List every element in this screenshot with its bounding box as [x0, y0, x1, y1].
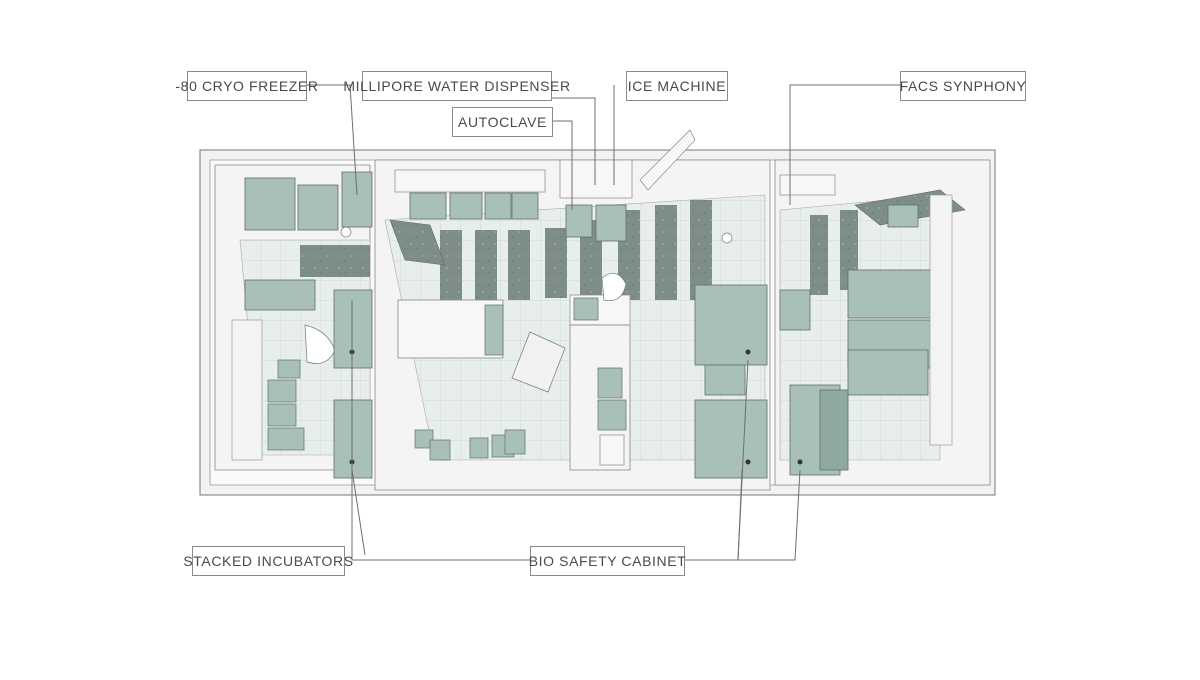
label-millipore-water-dispenser: MILLIPORE WATER DISPENSER: [343, 71, 570, 101]
cryo-freezer-units: [244, 171, 373, 238]
label-autoclave: AUTOCLAVE: [452, 107, 553, 137]
facs-synphony-unit: [847, 194, 953, 446]
label-stacked-incubators: STACKED INCUBATORS: [183, 546, 353, 576]
label-ice-machine: ICE MACHINE: [626, 71, 728, 101]
door-swing: [639, 129, 696, 191]
ice-machine-unit: [595, 204, 627, 242]
label-facs-synphony: FACS SYNPHONY: [900, 71, 1026, 101]
biosafety-cabinets-room-1: [333, 289, 373, 479]
bench-top-equipment: [394, 169, 546, 220]
label-cryo-freezer: -80 CRYO FREEZER: [175, 71, 318, 101]
stacked-incubators-left: [231, 279, 336, 461]
biosafety-cabinets-room-2: [694, 232, 768, 479]
small-equipment-cluster: [414, 429, 526, 461]
leader-lines: [307, 84, 900, 561]
label-bio-safety-cabinet: BIO SAFETY CABINET: [529, 546, 686, 576]
center-bench: [569, 324, 631, 471]
biosafety-cabinet-room-3: [779, 174, 849, 476]
center-island: [397, 272, 631, 393]
